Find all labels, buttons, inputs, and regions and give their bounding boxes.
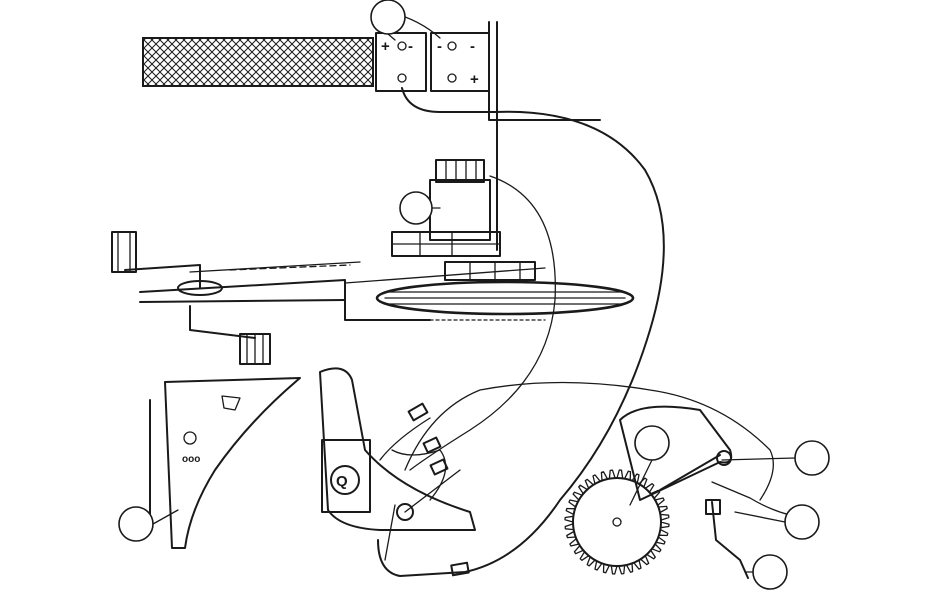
pedal-crank-arm xyxy=(619,405,733,501)
battery-pack: + - - - + xyxy=(375,21,601,251)
callout-circle xyxy=(399,191,433,225)
callout-circle xyxy=(118,506,154,542)
luggage-rack xyxy=(142,37,374,87)
control-cables xyxy=(379,381,774,577)
battery-terminal-label: + xyxy=(381,38,390,55)
battery-terminal-label: + xyxy=(470,71,479,88)
main-power-cable xyxy=(377,87,665,577)
battery-terminal-label: - xyxy=(437,38,442,55)
controller-bracket: Q xyxy=(319,367,476,561)
callout-circle xyxy=(634,425,670,461)
side-mounting-plate: ooo xyxy=(149,377,301,549)
svg-text:ooo: ooo xyxy=(182,454,200,465)
bicycle-frame xyxy=(111,231,635,365)
battery-terminal-label: - xyxy=(470,38,475,55)
callout-leaders xyxy=(152,33,796,573)
callout-circle xyxy=(784,504,820,540)
gear-teeth xyxy=(564,469,670,575)
callout-circle xyxy=(370,0,406,35)
callout-circle xyxy=(794,440,830,476)
chainring-gear xyxy=(564,469,670,575)
battery-terminal-label: - xyxy=(408,38,413,55)
callout-markers xyxy=(118,0,830,590)
callout-circle xyxy=(752,554,788,590)
motor-cable xyxy=(409,175,556,471)
brake-lever xyxy=(705,481,791,579)
controller-label: Q xyxy=(336,473,348,490)
